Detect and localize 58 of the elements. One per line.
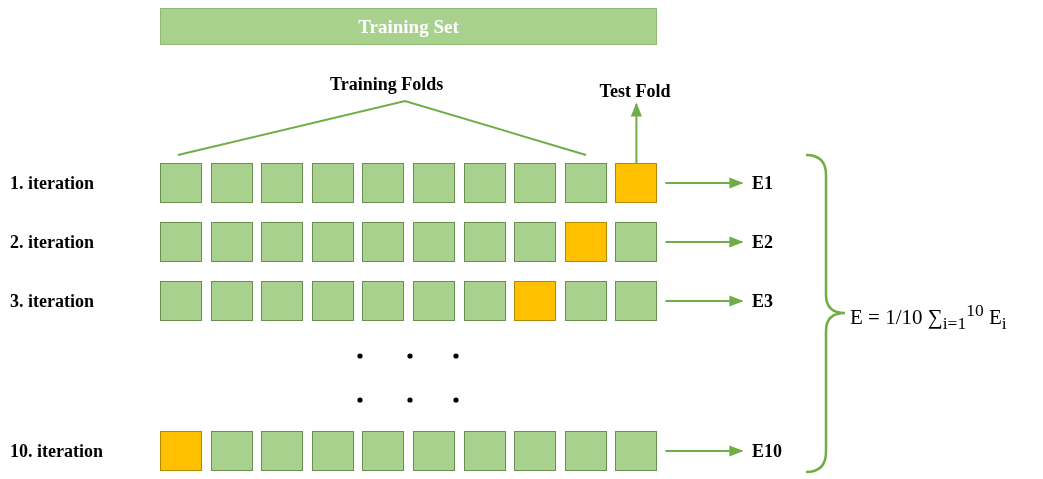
fold-square: [564, 163, 607, 203]
fold-square: [413, 431, 455, 471]
title-text: Test Fold: [599, 80, 671, 102]
fold-square: [160, 222, 202, 262]
fold-square: [261, 431, 304, 471]
fold-square: [463, 431, 506, 471]
fold-square: [160, 281, 202, 321]
fold-square: [362, 281, 405, 321]
fold-square: [311, 431, 354, 471]
fold-square: [615, 431, 658, 471]
row-label: 1. iteration: [10, 173, 94, 194]
header-bar: [160, 8, 657, 45]
fold-square: [463, 163, 506, 203]
formula-text: E = 1/10 ∑$_{i=1}$$^{10}$ E$_{i}$: [850, 300, 1007, 335]
fold-square: [564, 222, 607, 262]
fold-square: [210, 163, 253, 203]
fold-square: [514, 222, 557, 262]
fold-square: [362, 431, 405, 471]
fold-square: [564, 431, 607, 471]
fold-square: [413, 222, 455, 262]
error-label: E3: [752, 290, 773, 312]
fold-square: [160, 431, 202, 471]
fold-square: [311, 222, 354, 262]
fold-square: [210, 222, 253, 262]
fold-square: [160, 163, 202, 203]
row-label: 10. iteration: [10, 441, 103, 462]
error-label: E2: [752, 231, 773, 253]
fold-square: [615, 222, 658, 262]
fold-square: [311, 281, 354, 321]
row-label: 2. iteration: [10, 232, 94, 253]
fold-square: [463, 281, 506, 321]
fold-square: [362, 222, 405, 262]
fold-square: [413, 281, 455, 321]
fold-square: [615, 163, 658, 203]
arrow: [664, 295, 744, 307]
arrow: [664, 177, 744, 189]
arrow: [664, 236, 744, 248]
arrow: [630, 102, 642, 164]
fold-square: [261, 222, 304, 262]
fold-square: [564, 281, 607, 321]
error-label: E10: [752, 440, 782, 462]
error-label: E1: [752, 172, 773, 194]
fold-square: [210, 281, 253, 321]
fold-square: [514, 431, 557, 471]
fold-square: [261, 281, 304, 321]
arrow: [664, 445, 744, 457]
fold-square: [463, 222, 506, 262]
fold-square: [362, 163, 405, 203]
row-label: 3. iteration: [10, 291, 94, 312]
bracket-label: Training Folds: [330, 74, 444, 95]
fold-square: [210, 431, 253, 471]
fold-square: [514, 163, 557, 203]
fold-square: [413, 163, 455, 203]
fold-square: [311, 163, 354, 203]
fold-square: [514, 281, 557, 321]
title-text: Training Set: [358, 15, 459, 38]
fold-square: [615, 281, 658, 321]
fold-square: [261, 163, 304, 203]
